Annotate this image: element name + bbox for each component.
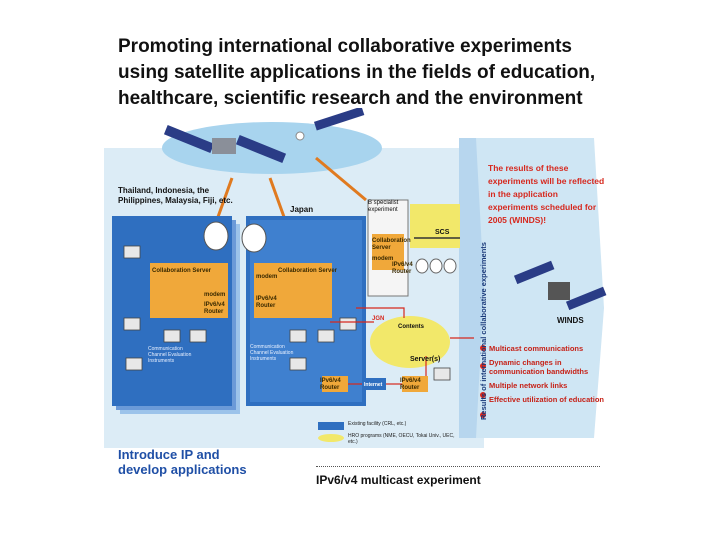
title-line-2: using satellite applications in the fiel… xyxy=(118,60,608,86)
footer-left: Introduce IP and develop applications xyxy=(118,447,247,477)
scs-router-label: IPv6/v4 Router xyxy=(392,262,412,276)
bullet-item: Effective utilization of education xyxy=(489,395,607,404)
sky-ellipse xyxy=(162,122,382,174)
bullet-item: Dynamic changes in communication bandwid… xyxy=(489,358,607,376)
scs-dish-icons xyxy=(416,259,456,273)
results-heading: The results of these experiments will be… xyxy=(488,162,606,227)
internet-label: Internet xyxy=(364,380,382,390)
japan-modem-label: modem xyxy=(256,274,277,281)
japan-router-label: IPv6/v4 Router xyxy=(256,296,284,310)
lower-router-label: IPv6/v4 Router xyxy=(320,378,346,392)
scs-yellow-box xyxy=(410,204,460,248)
page-title: Promoting international collaborative ex… xyxy=(118,34,608,112)
bullet-item: Multiple network links xyxy=(489,381,607,390)
servers-label: Server(s) xyxy=(410,356,440,363)
scs-modem-label: modem xyxy=(372,256,393,263)
title-line-1: Promoting international collaborative ex… xyxy=(118,34,608,60)
asia-router-label: IPv6/v4 Router xyxy=(204,302,232,316)
bullet-list: Multicast communications Dynamic changes… xyxy=(489,344,607,409)
scs-collab-server-label: Collaboration Server xyxy=(372,238,406,252)
footer-left-line-1: Introduce IP and xyxy=(118,447,247,462)
internet-router-label: IPv6/v4 Router xyxy=(400,378,426,392)
contents-label: Contents xyxy=(398,324,424,331)
legend-swatch-existing xyxy=(318,422,344,430)
footer-right: IPv6/v4 multicast experiment xyxy=(316,473,481,487)
legend-existing-label: Existing facility (CRL, etc.) xyxy=(348,421,406,427)
results-vertical-label: Results of international collaborative e… xyxy=(479,242,488,420)
asia-region-label: Thailand, Indonesia, the Philippines, Ma… xyxy=(118,186,238,206)
asia-comm-channel-label: Communication Channel Evaluation Instrum… xyxy=(148,346,194,364)
legend-swatch-hro xyxy=(318,434,344,442)
legend-hro-label: HRO programs (NME, OECU, Tokai Univ., UE… xyxy=(348,433,458,445)
footer-left-line-2: develop applications xyxy=(118,462,247,477)
winds-label: WINDS xyxy=(557,316,584,326)
japan-collab-server-label: Collaboration Server xyxy=(278,268,352,275)
jgn-label: JGN xyxy=(372,314,384,324)
scs-label: SCS xyxy=(435,228,449,238)
bullet-item: Multicast communications xyxy=(489,344,607,353)
asia-modem-label: modem xyxy=(204,292,225,299)
asia-collab-server-label: Collaboration Server xyxy=(152,268,226,275)
japan-comm-channel-label: Communication Channel Evaluation Instrum… xyxy=(250,344,296,362)
japan-region-label: Japan xyxy=(290,205,313,215)
b-specialist-label: B specialist experiment xyxy=(368,200,408,214)
footer-divider xyxy=(316,466,600,467)
